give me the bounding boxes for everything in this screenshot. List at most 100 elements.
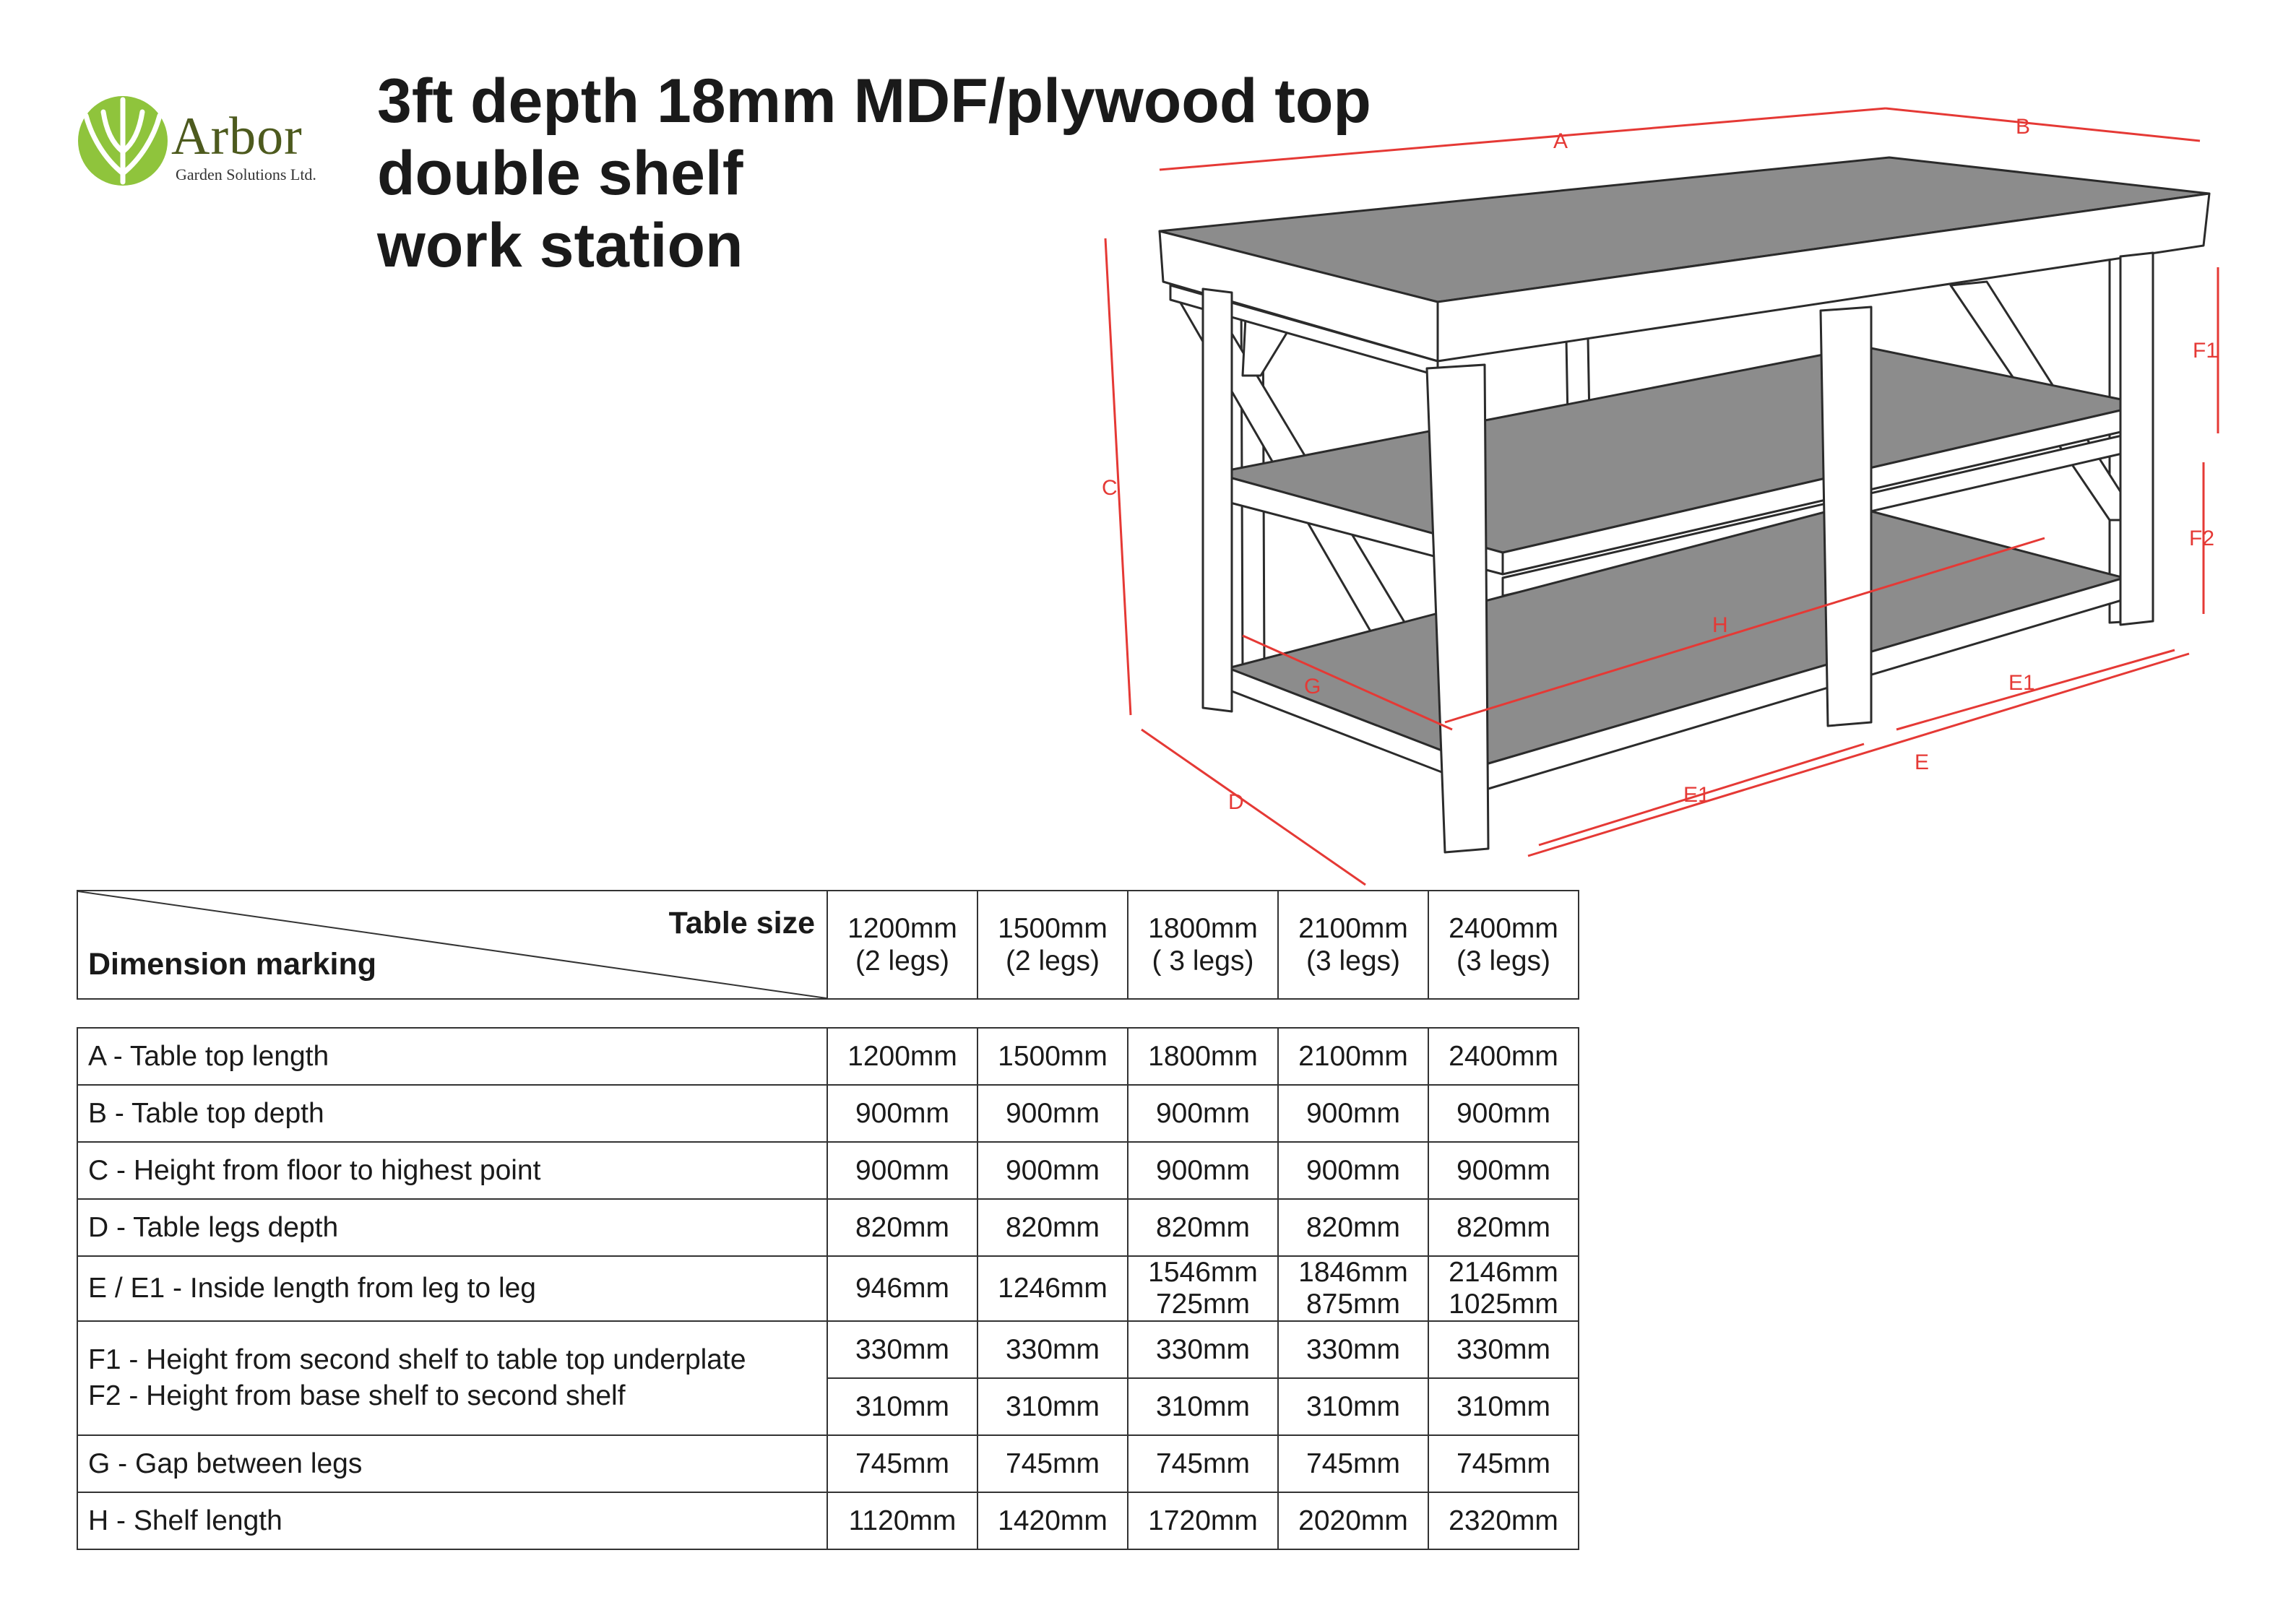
front-left-corner-leg <box>1425 363 1490 854</box>
cell-d-1500: 820mm <box>977 1198 1128 1257</box>
cell-e-1200: 946mm <box>827 1255 978 1322</box>
cell-f2-1500: 310mm <box>977 1377 1128 1436</box>
dimension-label-h: H <box>1712 613 1728 637</box>
table-size-heading: Table size <box>668 906 815 940</box>
row-label-f1: F1 - Height from second shelf to table t… <box>88 1344 746 1375</box>
table-row-e: E / E1 - Inside length from leg to leg 9… <box>77 1255 1579 1322</box>
cell-g-1500: 745mm <box>977 1434 1128 1493</box>
column-header-1800: 1800mm( 3 legs) <box>1127 890 1279 1000</box>
dimension-label-a: A <box>1553 129 1568 153</box>
row-label-d: D - Table legs depth <box>77 1198 828 1257</box>
cell-a-1500: 1500mm <box>977 1027 1128 1086</box>
row-label-h: H - Shelf length <box>77 1492 828 1550</box>
cell-h-1800: 1720mm <box>1127 1492 1279 1550</box>
cell-f1-1800: 330mm <box>1127 1320 1279 1379</box>
table-row-d: D - Table legs depth 820mm 820mm 820mm 8… <box>77 1198 1579 1257</box>
cell-b-1200: 900mm <box>827 1084 978 1143</box>
table-row-c: C - Height from floor to highest point 9… <box>77 1141 1579 1200</box>
cell-a-2100: 2100mm <box>1277 1027 1429 1086</box>
cell-c-2400: 900mm <box>1428 1141 1579 1200</box>
row-label-f2: F2 - Height from base shelf to second sh… <box>88 1380 626 1411</box>
header-corner-cell: Table size Dimension marking <box>77 890 828 1000</box>
cell-b-1500: 900mm <box>977 1084 1128 1143</box>
column-header-2100: 2100mm(3 legs) <box>1277 890 1429 1000</box>
row-label-f: F1 - Height from second shelf to table t… <box>77 1320 828 1436</box>
cell-c-1800: 900mm <box>1127 1141 1279 1200</box>
workbench-diagram: A B C D E E1 E1 F1 F2 G H <box>1102 107 2219 886</box>
dimension-label-d: D <box>1228 790 1244 814</box>
row-label-a: A - Table top length <box>77 1027 828 1086</box>
front-right-leg <box>2119 251 2154 626</box>
corner-diagonal <box>77 891 827 999</box>
column-header-1200: 1200mm(2 legs) <box>827 890 978 1000</box>
table-row-g: G - Gap between legs 745mm 745mm 745mm 7… <box>77 1434 1579 1493</box>
dimension-label-g: G <box>1304 675 1321 698</box>
cell-g-1800: 745mm <box>1127 1434 1279 1493</box>
cell-f1-1500: 330mm <box>977 1320 1128 1379</box>
cell-h-1200: 1120mm <box>827 1492 978 1550</box>
dimension-label-e: E <box>1915 750 1929 774</box>
cell-f1-2400: 330mm <box>1428 1320 1579 1379</box>
cell-f2-2400: 310mm <box>1428 1377 1579 1436</box>
cell-a-1800: 1800mm <box>1127 1027 1279 1086</box>
page-title: 3ft depth 18mm MDF/plywood top double sh… <box>377 65 1371 282</box>
table-top-side <box>1436 192 2211 363</box>
cell-g-1200: 745mm <box>827 1434 978 1493</box>
row-label-b: B - Table top depth <box>77 1084 828 1143</box>
cell-c-1500: 900mm <box>977 1141 1128 1200</box>
table-row-b: B - Table top depth 900mm 900mm 900mm 90… <box>77 1084 1579 1143</box>
dimension-label-f2: F2 <box>2189 527 2214 550</box>
cell-h-2400: 2320mm <box>1428 1492 1579 1550</box>
cell-a-2400: 2400mm <box>1428 1027 1579 1086</box>
cell-f1-1200: 330mm <box>827 1320 978 1379</box>
company-logo: Arbor Garden Solutions Ltd. <box>76 90 336 191</box>
column-header-1500: 1500mm(2 legs) <box>977 890 1128 1000</box>
cell-g-2400: 745mm <box>1428 1434 1579 1493</box>
dimension-label-b: B <box>2016 115 2030 139</box>
cell-c-2100: 900mm <box>1277 1141 1429 1200</box>
cell-d-2400: 820mm <box>1428 1198 1579 1257</box>
size-header-table: Table size Dimension marking 1200mm(2 le… <box>77 890 1579 1000</box>
cell-f2-1200: 310mm <box>827 1377 978 1436</box>
leaf-icon <box>78 96 168 186</box>
cell-e-1500: 1246mm <box>977 1255 1128 1322</box>
dimension-label-e1-right: E1 <box>2008 671 2035 695</box>
cell-d-2100: 820mm <box>1277 1198 1429 1257</box>
table-row-a: A - Table top length 1200mm 1500mm 1800m… <box>77 1027 1579 1086</box>
cell-a-1200: 1200mm <box>827 1027 978 1086</box>
title-line-1: 3ft depth 18mm MDF/plywood top <box>377 66 1371 136</box>
cell-c-1200: 900mm <box>827 1141 978 1200</box>
cell-h-2100: 2020mm <box>1277 1492 1429 1550</box>
cell-f2-1800: 310mm <box>1127 1377 1279 1436</box>
cell-b-1800: 900mm <box>1127 1084 1279 1143</box>
cell-f1-2100: 330mm <box>1277 1320 1429 1379</box>
title-line-3: work station <box>377 211 743 280</box>
dimension-label-e1-left: E1 <box>1683 783 1710 807</box>
table-row-f2: 310mm 310mm 310mm 310mm 310mm <box>77 1377 1579 1436</box>
cell-d-1200: 820mm <box>827 1198 978 1257</box>
row-label-e: E / E1 - Inside length from leg to leg <box>77 1255 828 1322</box>
logo-brand: Arbor <box>171 107 303 166</box>
row-label-g: G - Gap between legs <box>77 1434 828 1493</box>
cell-f2-2100: 310mm <box>1277 1377 1429 1436</box>
title-line-2: double shelf <box>377 139 743 208</box>
cell-h-1500: 1420mm <box>977 1492 1128 1550</box>
table-row-h: H - Shelf length 1120mm 1420mm 1720mm 20… <box>77 1492 1579 1550</box>
front-left-leg <box>1201 287 1233 713</box>
dimension-label-c: C <box>1102 476 1118 500</box>
logo-tagline: Garden Solutions Ltd. <box>176 165 316 183</box>
row-label-c: C - Height from floor to highest point <box>77 1141 828 1200</box>
cell-d-1800: 820mm <box>1127 1198 1279 1257</box>
column-header-2400: 2400mm(3 legs) <box>1428 890 1579 1000</box>
dimensions-table: A - Table top length 1200mm 1500mm 1800m… <box>77 1027 1579 1550</box>
table-row-f1: F1 - Height from second shelf to table t… <box>77 1320 1579 1436</box>
front-middle-leg <box>1819 306 1873 727</box>
dimension-label-f1: F1 <box>2193 339 2218 363</box>
cell-b-2400: 900mm <box>1428 1084 1579 1143</box>
cell-b-2100: 900mm <box>1277 1084 1429 1143</box>
cell-g-2100: 745mm <box>1277 1434 1429 1493</box>
dimension-marking-heading: Dimension marking <box>88 947 377 982</box>
